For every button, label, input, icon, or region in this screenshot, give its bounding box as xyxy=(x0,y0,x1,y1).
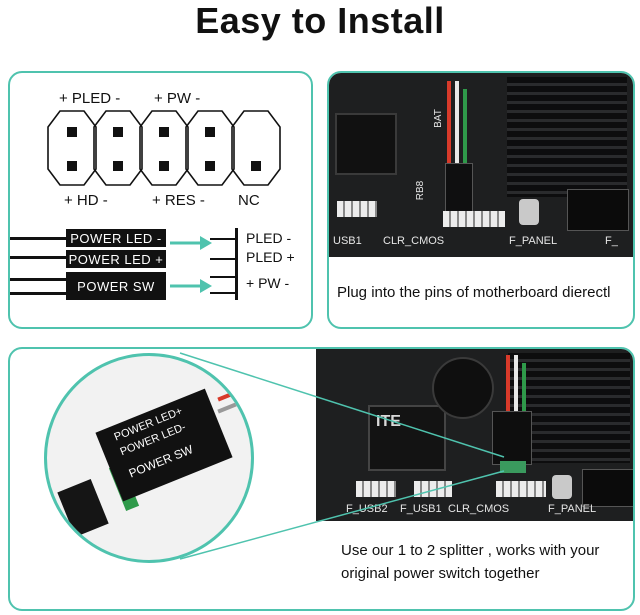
green-adapter xyxy=(500,461,526,473)
clr-cmos-label: CLR_CMOS xyxy=(383,235,445,247)
motherboard-photo-panel: USB1 CLR_CMOS F_PANEL F_ RB8 BAT Plug in… xyxy=(327,71,635,329)
bottom-caption-line2: original power switch together xyxy=(341,565,540,582)
splitter-panel: ITE F_USB2 F_USB1 CLR_CMOS F_PANEL POWER… xyxy=(8,347,635,611)
hd-header-label: + HD - xyxy=(64,192,108,209)
pin-line xyxy=(210,276,235,278)
page-title: Easy to Install xyxy=(195,0,445,41)
rb8-label: RB8 xyxy=(415,180,427,201)
battery xyxy=(432,357,494,419)
pled-plus-pin-label: PLED + xyxy=(246,249,295,265)
header-socket xyxy=(582,469,633,507)
f-panel-label: F_PANEL xyxy=(548,503,597,515)
pin-header-bar xyxy=(235,228,238,300)
f-panel-label: F_PANEL xyxy=(509,235,558,247)
bat-label: BAT xyxy=(432,109,444,128)
wire xyxy=(10,256,66,259)
ite-chip: ITE xyxy=(368,405,446,471)
f-panel-header xyxy=(496,481,546,497)
motherboard-image: USB1 CLR_CMOS F_PANEL F_ RB8 BAT xyxy=(329,73,633,257)
wire xyxy=(10,278,66,281)
pled-header-label: + PLED - xyxy=(59,90,121,107)
header-socket xyxy=(567,189,629,231)
pin-header-diagram xyxy=(47,110,281,186)
pled-minus-pin-label: PLED - xyxy=(246,230,292,246)
top-caption: Plug into the pins of motherboard dierec… xyxy=(337,284,611,301)
arrow-icon xyxy=(170,279,212,293)
pw-header-label: + PW - xyxy=(154,90,201,107)
f-usb1-label: F_USB1 xyxy=(400,503,442,515)
clr-cmos-label: CLR_CMOS xyxy=(448,503,510,515)
pin-diagram-panel: + PLED - + PW - + HD - + RES - NC POWER … xyxy=(8,71,313,329)
capacitor xyxy=(519,199,539,225)
pin-line xyxy=(210,292,235,294)
power-led-plus-connector: POWER LED + xyxy=(66,249,166,268)
red-wire xyxy=(506,355,510,445)
usb-header xyxy=(337,201,377,217)
res-header-label: + RES - xyxy=(152,192,205,209)
bottom-caption-line1: Use our 1 to 2 splitter , works with you… xyxy=(341,542,600,559)
zoom-pointer-lines xyxy=(179,352,505,560)
chip xyxy=(335,113,397,175)
usb1-label: USB1 xyxy=(333,235,362,247)
power-sw-connector: POWER SW xyxy=(66,272,166,300)
motherboard-image-bottom: ITE F_USB2 F_USB1 CLR_CMOS F_PANEL xyxy=(316,349,633,521)
usb2-header xyxy=(356,481,396,497)
arrow-icon xyxy=(170,236,212,250)
green-wire xyxy=(463,89,467,181)
f-panel-header xyxy=(443,211,505,227)
wire xyxy=(10,237,66,240)
wire xyxy=(10,292,66,295)
capacitor xyxy=(552,475,572,499)
white-wire xyxy=(455,81,459,181)
pin-line xyxy=(210,258,235,260)
green-wire xyxy=(522,363,526,445)
pw-pin-label: + PW - xyxy=(246,275,290,291)
white-wire xyxy=(514,355,518,445)
f-label: F_ xyxy=(605,235,618,247)
pin-line xyxy=(210,238,235,240)
red-wire xyxy=(447,81,451,181)
heatsink xyxy=(507,77,627,197)
nc-header-label: NC xyxy=(238,192,260,209)
zoom-connector: POWER LED+ POWER LED- POWER SW xyxy=(95,388,233,502)
power-led-minus-connector: POWER LED - xyxy=(66,229,166,247)
zoom-circle: POWER LED+ POWER LED- POWER SW xyxy=(44,353,254,563)
